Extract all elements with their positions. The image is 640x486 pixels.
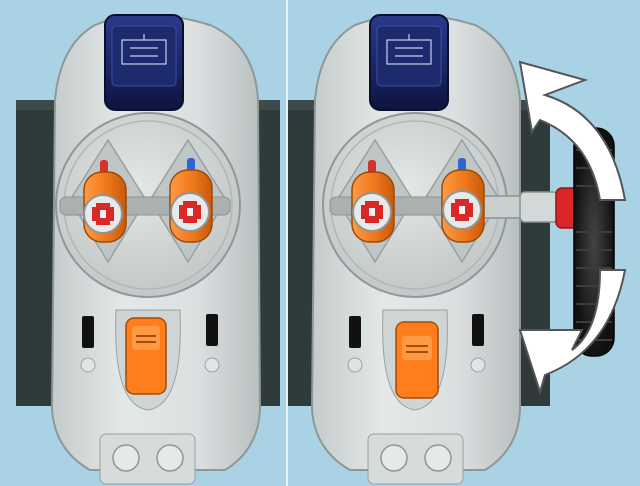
channel-switch[interactable] <box>396 322 438 398</box>
stud <box>113 445 139 471</box>
stud <box>381 445 407 471</box>
slot-right <box>472 314 484 346</box>
slot-left <box>82 316 94 348</box>
remote-controller-left <box>52 15 260 484</box>
stud <box>157 445 183 471</box>
slot-left <box>349 316 361 348</box>
slot-right <box>206 314 218 346</box>
stud <box>425 445 451 471</box>
channel-switch[interactable] <box>126 318 166 394</box>
